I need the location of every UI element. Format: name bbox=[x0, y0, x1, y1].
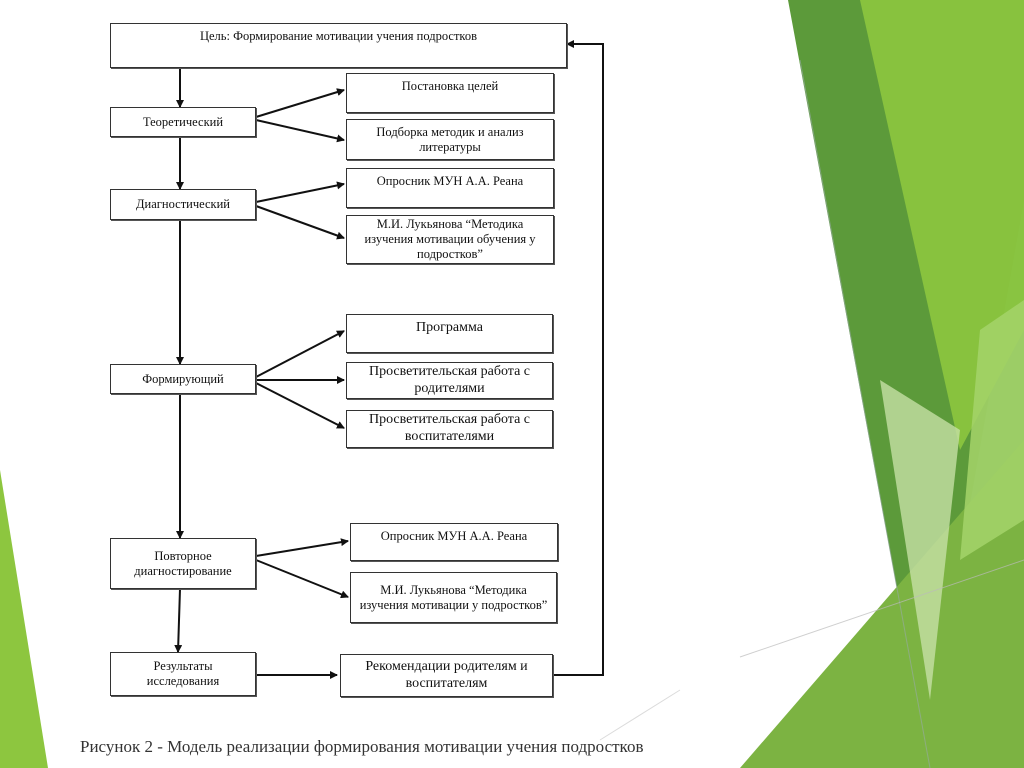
arrow-to-rean-2 bbox=[255, 538, 349, 557]
stage-theoretical: Теоретический bbox=[110, 107, 256, 137]
item-parents-work: Просветительская работа с родителями bbox=[346, 362, 553, 399]
item-rean-2-text: Опросник МУН А.А. Реана bbox=[380, 529, 528, 543]
item-recommendations: Рекомендации родителям и воспитателям bbox=[340, 654, 553, 697]
item-lukyanova-2: М.И. Лукьянова “Методика изучения мотива… bbox=[350, 572, 557, 623]
item-methods-analysis-text: Подборка методик и анализ литературы bbox=[376, 124, 524, 154]
bg-pale-shard bbox=[880, 380, 960, 700]
item-lukyanova-2-text: М.И. Лукьянова “Методика изучения мотива… bbox=[359, 582, 548, 612]
stage-repeat-label: Повторное диагностирование bbox=[134, 548, 232, 578]
stage-forming-label: Формирующий bbox=[142, 371, 224, 386]
item-program: Программа bbox=[346, 314, 553, 353]
arrow-to-program bbox=[255, 330, 345, 378]
item-recommendations-text: Рекомендации родителям и воспитателям bbox=[365, 658, 528, 691]
figure-caption: Рисунок 2 - Модель реализации формирован… bbox=[80, 737, 644, 756]
item-methods-analysis: Подборка методик и анализ литературы bbox=[346, 119, 554, 160]
item-goals-setting: Постановка целей bbox=[346, 73, 554, 113]
bg-triangle-bottom bbox=[740, 440, 1024, 768]
arrow-to-goals-setting bbox=[255, 88, 345, 118]
item-rean-1: Опросник МУН А.А. Реана bbox=[346, 168, 554, 208]
goal-text: Цель: Формирование мотивации учения подр… bbox=[199, 29, 478, 43]
arrow-to-rean-1 bbox=[255, 181, 345, 203]
arrow-repeat-to-results bbox=[174, 588, 183, 653]
goal-box: Цель: Формирование мотивации учения подр… bbox=[110, 23, 567, 68]
bg-thin-line-1 bbox=[799, 59, 931, 768]
item-lukyanova-1: М.И. Лукьянова “Методика изучения мотива… bbox=[346, 215, 554, 264]
arrow-to-lukyanova-2 bbox=[255, 559, 349, 599]
item-rean-2: Опросник МУН А.А. Реана bbox=[350, 523, 558, 561]
item-program-text: Программа bbox=[416, 320, 483, 335]
bg-triangle-left bbox=[0, 470, 48, 768]
bg-sliver bbox=[960, 300, 1024, 560]
item-lukyanova-1-text: М.И. Лукьянова “Методика изучения мотива… bbox=[364, 217, 536, 261]
stage-diagnostic-label: Диагностический bbox=[136, 197, 230, 211]
arrow-feedback-loop bbox=[553, 40, 604, 676]
stage-results-label: Результаты исследования bbox=[146, 659, 220, 688]
stage-forming: Формирующий bbox=[110, 364, 256, 394]
item-educators-work-text: Просветительская работа с воспитателями bbox=[368, 412, 531, 444]
item-educators-work: Просветительская работа с воспитателями bbox=[346, 410, 553, 448]
stage-repeat-diagnostics: Повторное диагностирование bbox=[110, 538, 256, 589]
stage-results: Результаты исследования bbox=[110, 652, 256, 696]
arrow-to-lukyanova-1 bbox=[255, 205, 345, 240]
stage-theoretical-label: Теоретический bbox=[142, 114, 224, 129]
stage-diagnostic: Диагностический bbox=[110, 189, 256, 220]
arrow-to-educators-work bbox=[255, 382, 345, 429]
item-parents-work-text: Просветительская работа с родителями bbox=[368, 363, 531, 396]
bg-thin-line-2 bbox=[739, 559, 1024, 658]
arrow-to-methods-analysis bbox=[255, 119, 345, 143]
item-rean-1-text: Опросник МУН А.А. Реана bbox=[376, 174, 524, 188]
item-goals-setting-text: Постановка целей bbox=[401, 79, 499, 93]
bg-thin-line-3 bbox=[599, 689, 681, 741]
